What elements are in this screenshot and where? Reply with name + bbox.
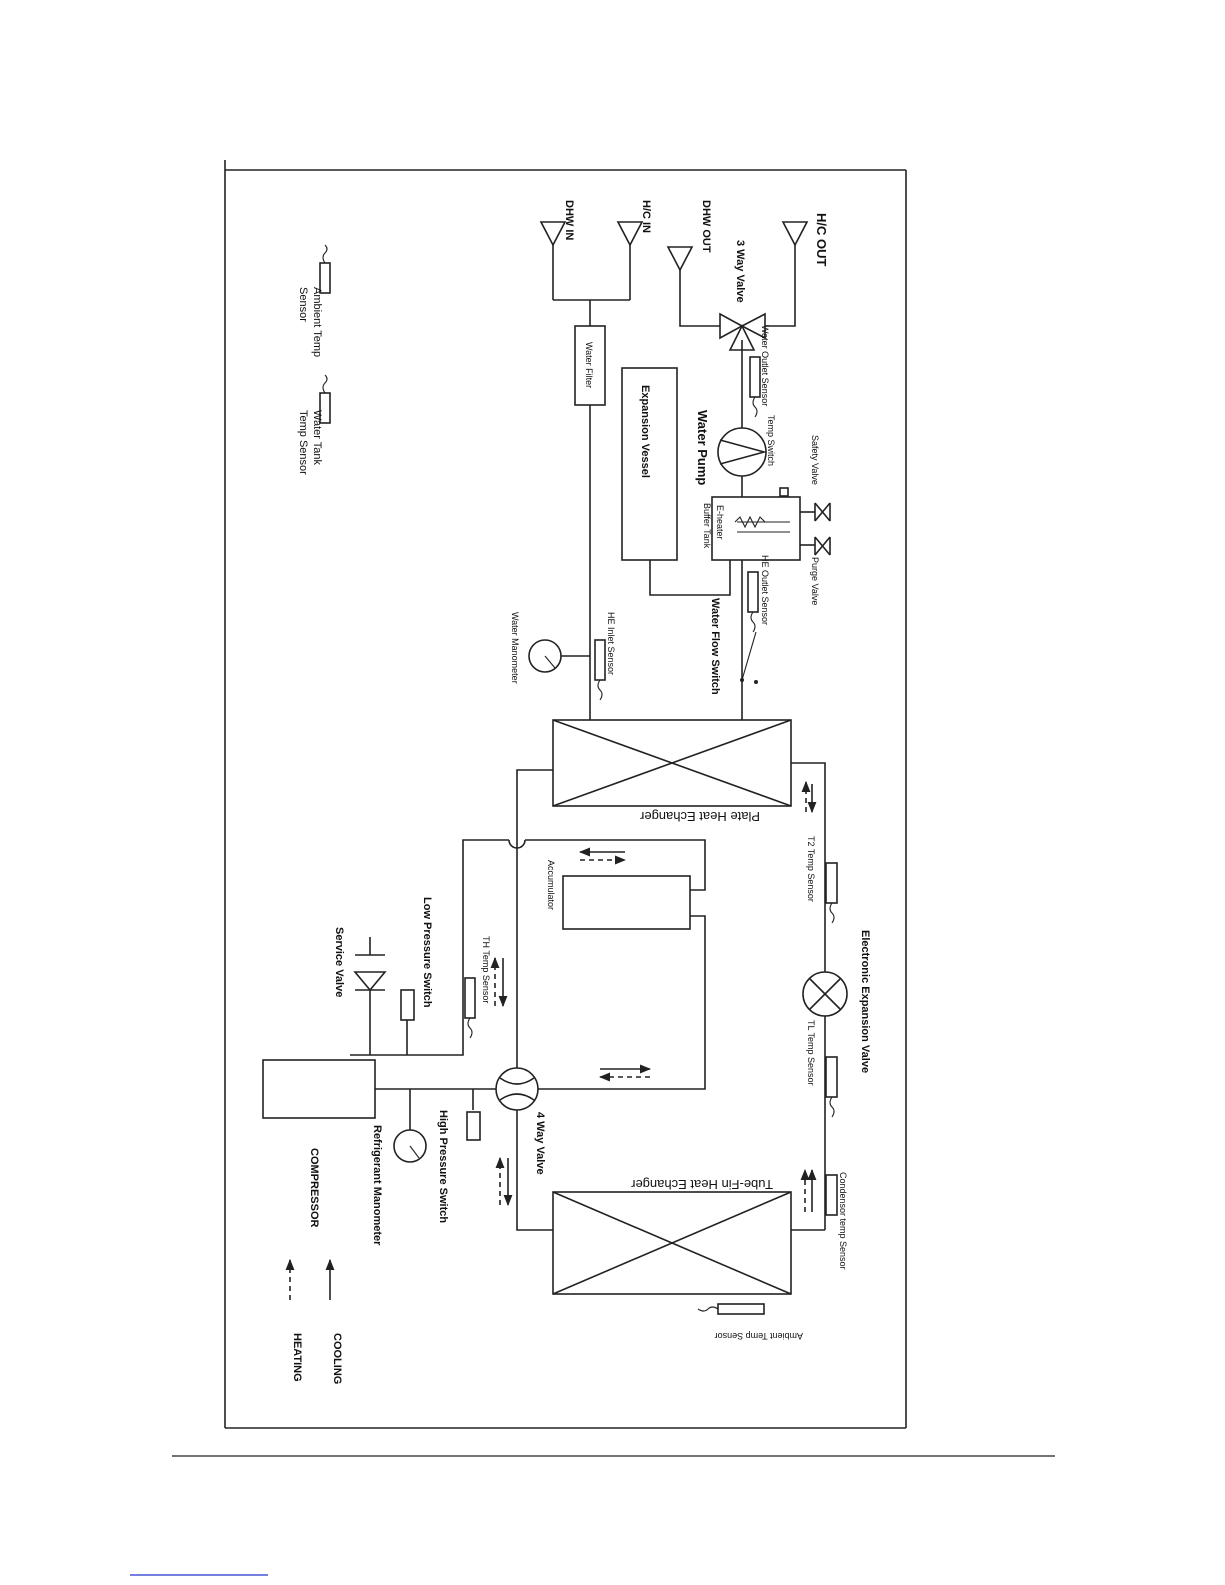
compressor xyxy=(262,1059,376,1119)
water-flow-switch-icon xyxy=(740,631,758,684)
label-water-filter: Water Filter xyxy=(584,342,594,388)
label-service-valve: Service Valve xyxy=(333,927,345,997)
label-plate-heat-exchanger: Plate Heat Echanger xyxy=(639,809,760,824)
accumulator xyxy=(562,875,691,930)
label-water-outlet-sensor: Water Outlet Sensor xyxy=(760,325,770,406)
label-accumulator: Accumulator xyxy=(546,860,556,910)
label-safety-valve: Safety Valve xyxy=(810,435,820,485)
water-manometer-icon xyxy=(528,639,590,673)
label-legend-water-tank-2: Temp Sensor xyxy=(297,410,309,475)
electronic-expansion-valve-icon xyxy=(802,971,848,1017)
label-e-heater: E-heater xyxy=(715,505,725,540)
service-valve-icon xyxy=(353,937,387,1040)
label-legend-water-tank-1: Water Tank xyxy=(311,410,323,466)
three-way-valve-icon xyxy=(719,312,766,351)
legend-ambient-temp-sensor-icon xyxy=(319,244,331,294)
label-electronic-expansion-valve: Electronic Expansion Valve xyxy=(859,930,871,1073)
purge-valve-icon xyxy=(814,536,831,556)
condensor-temp-sensor-icon xyxy=(825,1174,838,1216)
t2-temp-sensor-icon xyxy=(825,862,838,904)
refrigerant-circuit-pipes xyxy=(350,762,826,1231)
label-hc-out: H/C OUT xyxy=(814,213,829,267)
label-three-way-valve: 3 Way Valve xyxy=(734,240,746,303)
dhw-out-connector-icon xyxy=(666,246,694,272)
label-low-pressure-switch: Low Pressure Switch xyxy=(421,897,433,1008)
label-high-pressure-switch: High Pressure Switch xyxy=(437,1110,449,1223)
he-outlet-sensor-icon xyxy=(747,571,759,613)
label-compressor: COMPRESSOR xyxy=(308,1148,320,1228)
diagram-labels: H/C OUT 3 Way Valve DHW OUT H/C IN DHW I… xyxy=(291,200,871,1384)
ambient-temp-sensor-icon xyxy=(717,1303,765,1315)
label-he-outlet-sensor: HE Outlet Sensor xyxy=(760,555,770,625)
label-t2-temp-sensor: T2 Temp Sensor xyxy=(806,836,816,902)
diagram-frame xyxy=(224,160,907,1429)
legend-water-tank-temp-sensor-icon xyxy=(319,374,331,424)
water-outlet-sensor-icon xyxy=(749,356,761,398)
label-cooling: COOLING xyxy=(331,1333,343,1384)
low-pressure-switch-icon xyxy=(400,989,415,1021)
safety-valve-icon xyxy=(814,502,831,522)
label-legend-ambient-temp-1: Ambient Temp xyxy=(311,287,323,357)
dhw-in-connector-icon xyxy=(539,221,567,247)
label-dhw-in: DHW IN xyxy=(563,200,575,240)
label-he-inlet-sensor: HE Inlet Sensor xyxy=(606,612,616,675)
refrigerant-manometer-icon xyxy=(393,1129,427,1163)
th-temp-sensor-icon xyxy=(464,977,476,1019)
water-pump-icon xyxy=(717,427,768,477)
label-ambient-temp-sensor: Ambient Temp Sensor xyxy=(715,1331,803,1341)
expansion-vessel xyxy=(621,367,678,561)
label-expansion-vessel: Expansion Vessel xyxy=(639,385,651,478)
label-refrigerant-manometer: Refrigerant Manometer xyxy=(371,1125,383,1246)
buffer-tank-icon xyxy=(711,496,801,561)
label-temp-switch: Temp Switch xyxy=(766,415,776,466)
tube-fin-heat-exchanger xyxy=(552,1191,792,1295)
label-heating: HEATING xyxy=(291,1333,303,1382)
water-filter xyxy=(574,325,606,406)
temp-switch-icon xyxy=(779,487,789,497)
label-tl-temp-sensor: TL Temp Sensor xyxy=(806,1020,816,1086)
label-th-temp-sensor: TH Temp Sensor xyxy=(481,936,491,1003)
label-dhw-out: DHW OUT xyxy=(700,200,712,253)
he-inlet-sensor-icon xyxy=(594,639,606,681)
label-tube-fin-heat-exchanger: Tube-Fin Heat Echanger xyxy=(630,1177,773,1192)
hc-in-connector-icon xyxy=(616,221,644,247)
label-water-manometer: Water Manometer xyxy=(510,612,520,684)
label-condensor-temp-sensor: Condensor temp Sensor xyxy=(838,1172,848,1270)
label-hc-in: H/C IN xyxy=(640,200,652,233)
label-four-way-valve: 4 Way Valve xyxy=(534,1112,546,1175)
label-water-flow-switch: Water Flow Switch xyxy=(709,598,721,695)
four-way-valve-icon xyxy=(495,1067,539,1111)
label-water-pump: Water Pump xyxy=(695,410,710,485)
label-legend-ambient-temp-2: Sensor xyxy=(297,287,309,322)
tl-temp-sensor-icon xyxy=(825,1056,838,1098)
label-purge-valve: Purge Valve xyxy=(810,557,820,605)
flow-arrows xyxy=(285,780,817,1300)
label-buffer-tank: Buffer Tank xyxy=(702,503,712,549)
water-circuit-pipes xyxy=(552,245,815,720)
hc-out-connector-icon xyxy=(781,221,809,247)
high-pressure-switch-icon xyxy=(466,1111,481,1141)
plate-heat-exchanger xyxy=(552,719,792,807)
